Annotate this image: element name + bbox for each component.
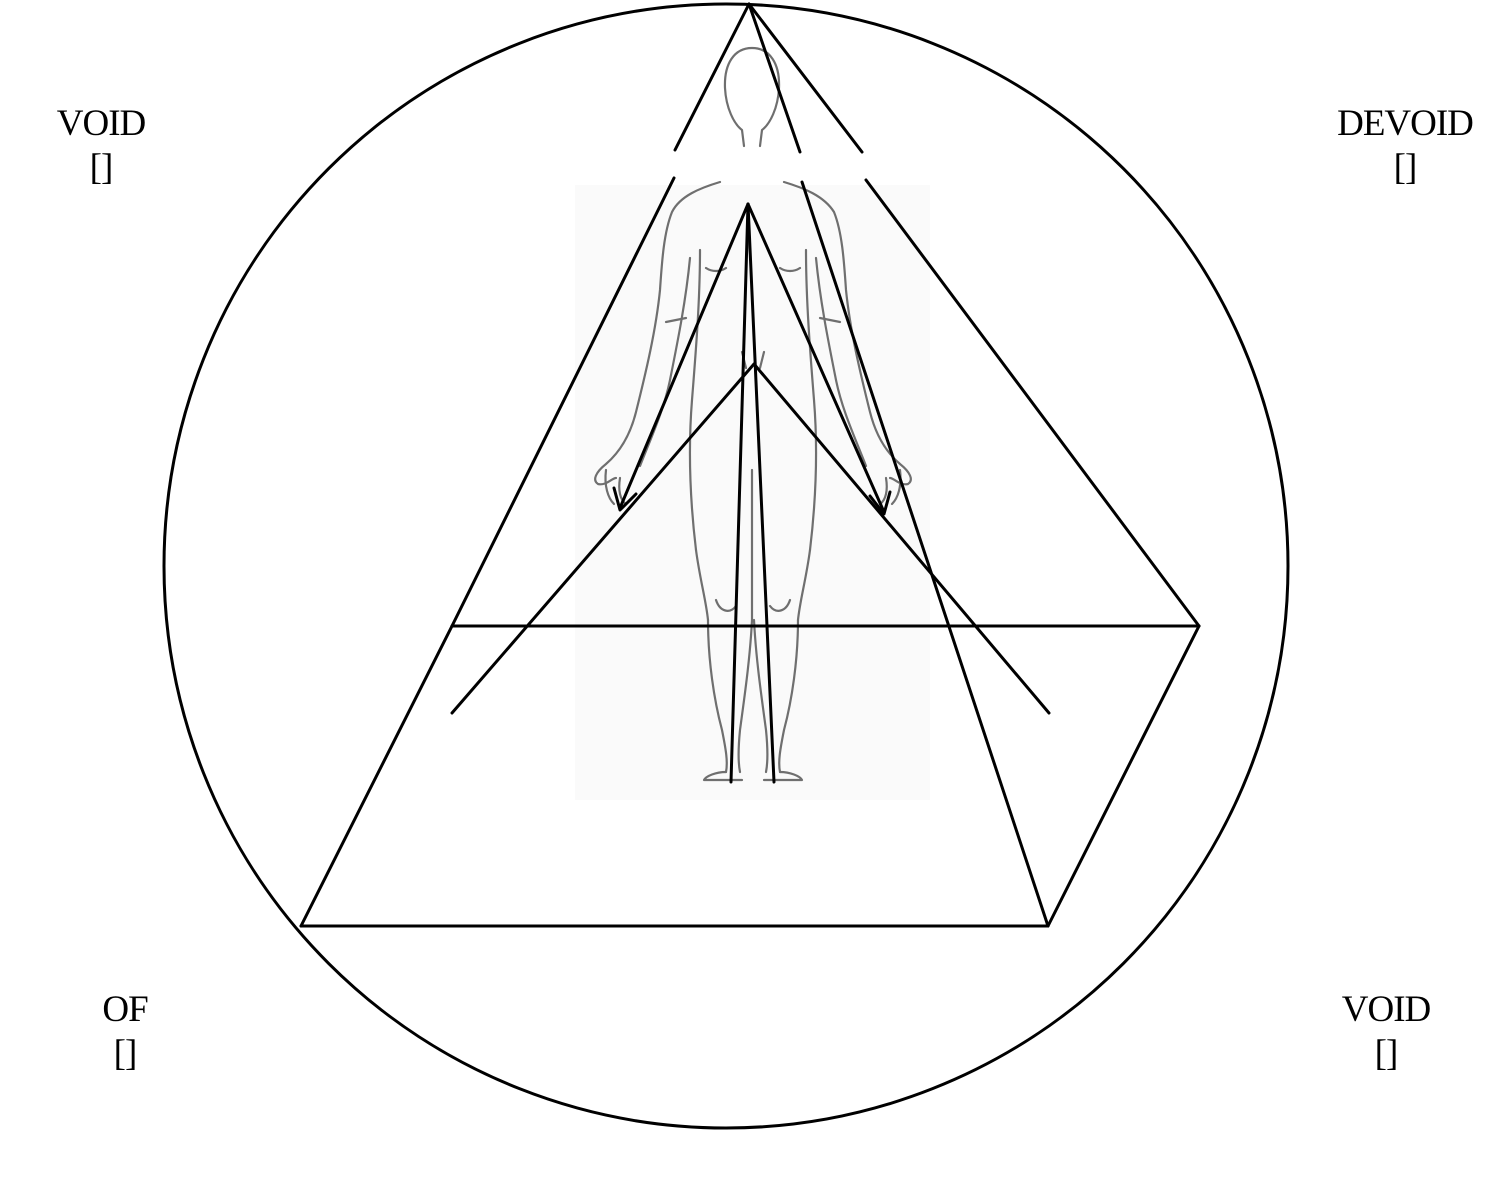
ray-left-hand xyxy=(618,202,750,510)
arrowhead-right xyxy=(868,490,892,516)
label-top-left-word: VOID xyxy=(56,103,146,144)
ray-right-foot xyxy=(746,202,776,784)
pyramid-edge-right-lower xyxy=(864,178,1201,628)
ray-right-hand xyxy=(746,202,886,514)
pyramid-edge-front-upper xyxy=(747,2,802,154)
label-bottom-right-brackets: [] xyxy=(1374,1033,1399,1074)
label-top-right-word: DEVOID xyxy=(1337,103,1474,144)
outer-circle xyxy=(162,2,1290,1130)
label-top-left: VOID [] xyxy=(1,102,201,190)
pyramid-edge-front-left xyxy=(299,624,454,928)
label-bottom-right: VOID [] xyxy=(1286,988,1486,1076)
label-bottom-right-word: VOID xyxy=(1341,989,1431,1030)
human-figure-icon xyxy=(594,46,912,782)
arrowhead-left xyxy=(612,486,638,512)
pyramid-edge-left-upper xyxy=(673,2,751,152)
label-bottom-left: OF [] xyxy=(25,988,225,1076)
pyramid-edge-left-lower xyxy=(450,176,676,628)
label-bottom-left-brackets: [] xyxy=(113,1033,138,1074)
label-top-left-brackets: [] xyxy=(89,147,114,188)
label-bottom-left-word: OF xyxy=(102,989,148,1030)
pyramid-base-right xyxy=(1046,624,1201,928)
label-top-right-brackets: [] xyxy=(1393,147,1418,188)
ray-left-foot xyxy=(729,202,750,784)
label-top-right: DEVOID [] xyxy=(1305,102,1500,190)
pyramid-edge-right-upper xyxy=(747,2,864,154)
pyramid-edge-front-lower xyxy=(800,180,1050,928)
